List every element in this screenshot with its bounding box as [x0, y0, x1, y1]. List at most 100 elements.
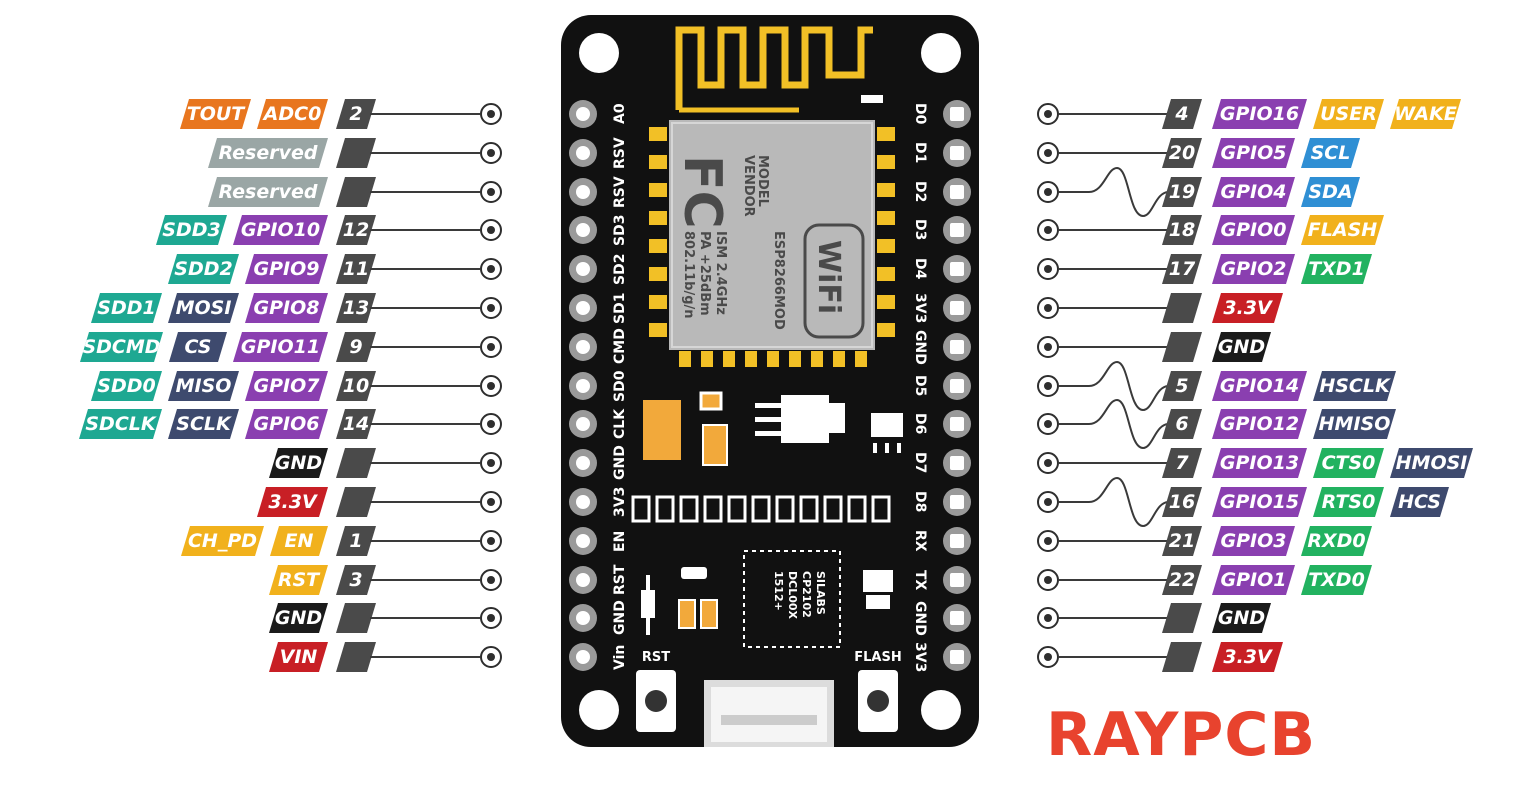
- board-pin-label: D6: [912, 413, 928, 435]
- board-pin-label: CMD: [612, 328, 628, 364]
- pin-function-tag: HMOSI: [1390, 448, 1473, 478]
- left-pin-header: [569, 100, 597, 671]
- gpio-number-badge: 20: [1162, 138, 1202, 168]
- board-pin-label: D0: [912, 103, 928, 125]
- pin-wire: [370, 385, 480, 387]
- mounting-hole-icon: [579, 33, 619, 73]
- pin-terminal-icon: [1037, 530, 1059, 552]
- pin-function-tag: 3.3V: [1212, 642, 1283, 672]
- pin-terminal-icon: [1037, 375, 1059, 397]
- pin-terminal-icon: [1037, 607, 1059, 629]
- pin-function-tag: TXD1: [1301, 254, 1372, 284]
- pin-wire: [1059, 113, 1168, 115]
- board-pin-label: A0: [612, 103, 628, 125]
- flash-label: FLASH: [854, 650, 901, 665]
- pin-wire: [1059, 268, 1168, 270]
- board-pin-label: 3V3: [612, 486, 628, 518]
- pin-wire: [370, 229, 480, 231]
- pin-function-tag: TOUT: [180, 99, 251, 129]
- mounting-hole-icon: [921, 690, 961, 730]
- pin-function-tag: GPIO7: [245, 371, 328, 401]
- pin-function-tag: VIN: [269, 642, 328, 672]
- pin-function-tag: Reserved: [208, 138, 328, 168]
- flash-button-cap-icon: [867, 690, 889, 712]
- pin-function-tag: GND: [1212, 332, 1271, 362]
- right-pin-header: [943, 100, 971, 671]
- pin-terminal-icon: [1037, 142, 1059, 164]
- module-label: FC MODEL VENDOR ESP8266MOD ISM 2.4GHz PA…: [672, 155, 786, 330]
- pin-function-tag: GPIO0: [1212, 215, 1295, 245]
- board-pin-label: D3: [912, 219, 928, 241]
- pin-function-tag: GPIO16: [1212, 99, 1307, 129]
- board-pin-label: GND: [912, 601, 928, 636]
- pin-function-tag: CTS0: [1313, 448, 1384, 478]
- gpio-number-badge: 21: [1162, 526, 1202, 556]
- pin-function-tag: ADC0: [257, 99, 328, 129]
- pin-terminal-icon: [480, 530, 502, 552]
- pin-wire: [370, 268, 480, 270]
- pin-function-tag: MOSI: [168, 293, 239, 323]
- pin-terminal-icon: [480, 413, 502, 435]
- pin-wire: [370, 540, 480, 542]
- svg-text:SILABS: SILABS: [814, 571, 827, 615]
- gpio-number-badge: [1162, 293, 1202, 323]
- pin-function-tag: SDA: [1301, 177, 1360, 207]
- pin-wire: [1059, 346, 1168, 348]
- gpio-number-badge: 19: [1162, 177, 1202, 207]
- pin-terminal-icon: [1037, 452, 1059, 474]
- board-pin-label: 3V3: [912, 292, 928, 324]
- pin-function-tag: GPIO13: [1212, 448, 1307, 478]
- pin-terminal-icon: [480, 181, 502, 203]
- pin-function-tag: CH_PD: [181, 526, 264, 556]
- gpio-number-badge: 18: [1162, 215, 1202, 245]
- pin-function-tag: GPIO14: [1212, 371, 1307, 401]
- pin-terminal-icon: [1037, 258, 1059, 280]
- pin-function-tag: RST: [269, 565, 328, 595]
- pin-function-tag: GPIO15: [1212, 487, 1307, 517]
- pin-terminal-icon: [1037, 646, 1059, 668]
- pin-wire: [370, 579, 480, 581]
- pin-wire: [370, 113, 480, 115]
- svg-text:ISM 2.4GHz: ISM 2.4GHz: [713, 231, 728, 315]
- pin-function-tag: GPIO11: [233, 332, 328, 362]
- pin-terminal-icon: [480, 491, 502, 513]
- pin-function-tag: GND: [269, 603, 328, 633]
- pin-function-tag: GPIO8: [245, 293, 328, 323]
- gpio-number-badge: 17: [1162, 254, 1202, 284]
- board-pin-label: CLK: [612, 408, 628, 440]
- board-pin-label: D1: [912, 142, 928, 164]
- pin-terminal-icon: [1037, 219, 1059, 241]
- gpio-number-badge: 2: [336, 99, 376, 129]
- pin-terminal-icon: [480, 297, 502, 319]
- gpio-number-badge: 5: [1162, 371, 1202, 401]
- pin-function-tag: HMISO: [1313, 409, 1396, 439]
- pin-wire: [1059, 307, 1168, 309]
- gpio-number-badge: [1162, 603, 1202, 633]
- pin-terminal-icon: [480, 569, 502, 591]
- pin-terminal-icon: [480, 452, 502, 474]
- pin-wire: [370, 346, 480, 348]
- pin-function-tag: SDD2: [168, 254, 239, 284]
- pin-terminal-icon: [480, 375, 502, 397]
- pwm-wave-icon: [1059, 398, 1168, 450]
- pin-terminal-icon: [480, 142, 502, 164]
- svg-text:PA +25dBm: PA +25dBm: [697, 231, 712, 316]
- pin-wire: [1059, 462, 1168, 464]
- pin-wire: [370, 501, 480, 503]
- capacitor-icon: [643, 400, 681, 460]
- mounting-hole-icon: [579, 690, 619, 730]
- pin-terminal-icon: [480, 103, 502, 125]
- board-pin-label: GND: [912, 330, 928, 365]
- svg-text:VENDOR: VENDOR: [741, 155, 756, 217]
- rst-button-cap-icon: [645, 690, 667, 712]
- pin-function-tag: GND: [1212, 603, 1271, 633]
- gpio-number-badge: [1162, 332, 1202, 362]
- usb-uart-chip: [743, 550, 841, 648]
- pin-function-tag: CS: [169, 332, 227, 362]
- pin-terminal-icon: [480, 336, 502, 358]
- gpio-number-badge: 22: [1162, 565, 1202, 595]
- pin-function-tag: GPIO5: [1212, 138, 1295, 168]
- pin-function-tag: TXD0: [1301, 565, 1372, 595]
- pin-function-tag: SDD0: [91, 371, 162, 401]
